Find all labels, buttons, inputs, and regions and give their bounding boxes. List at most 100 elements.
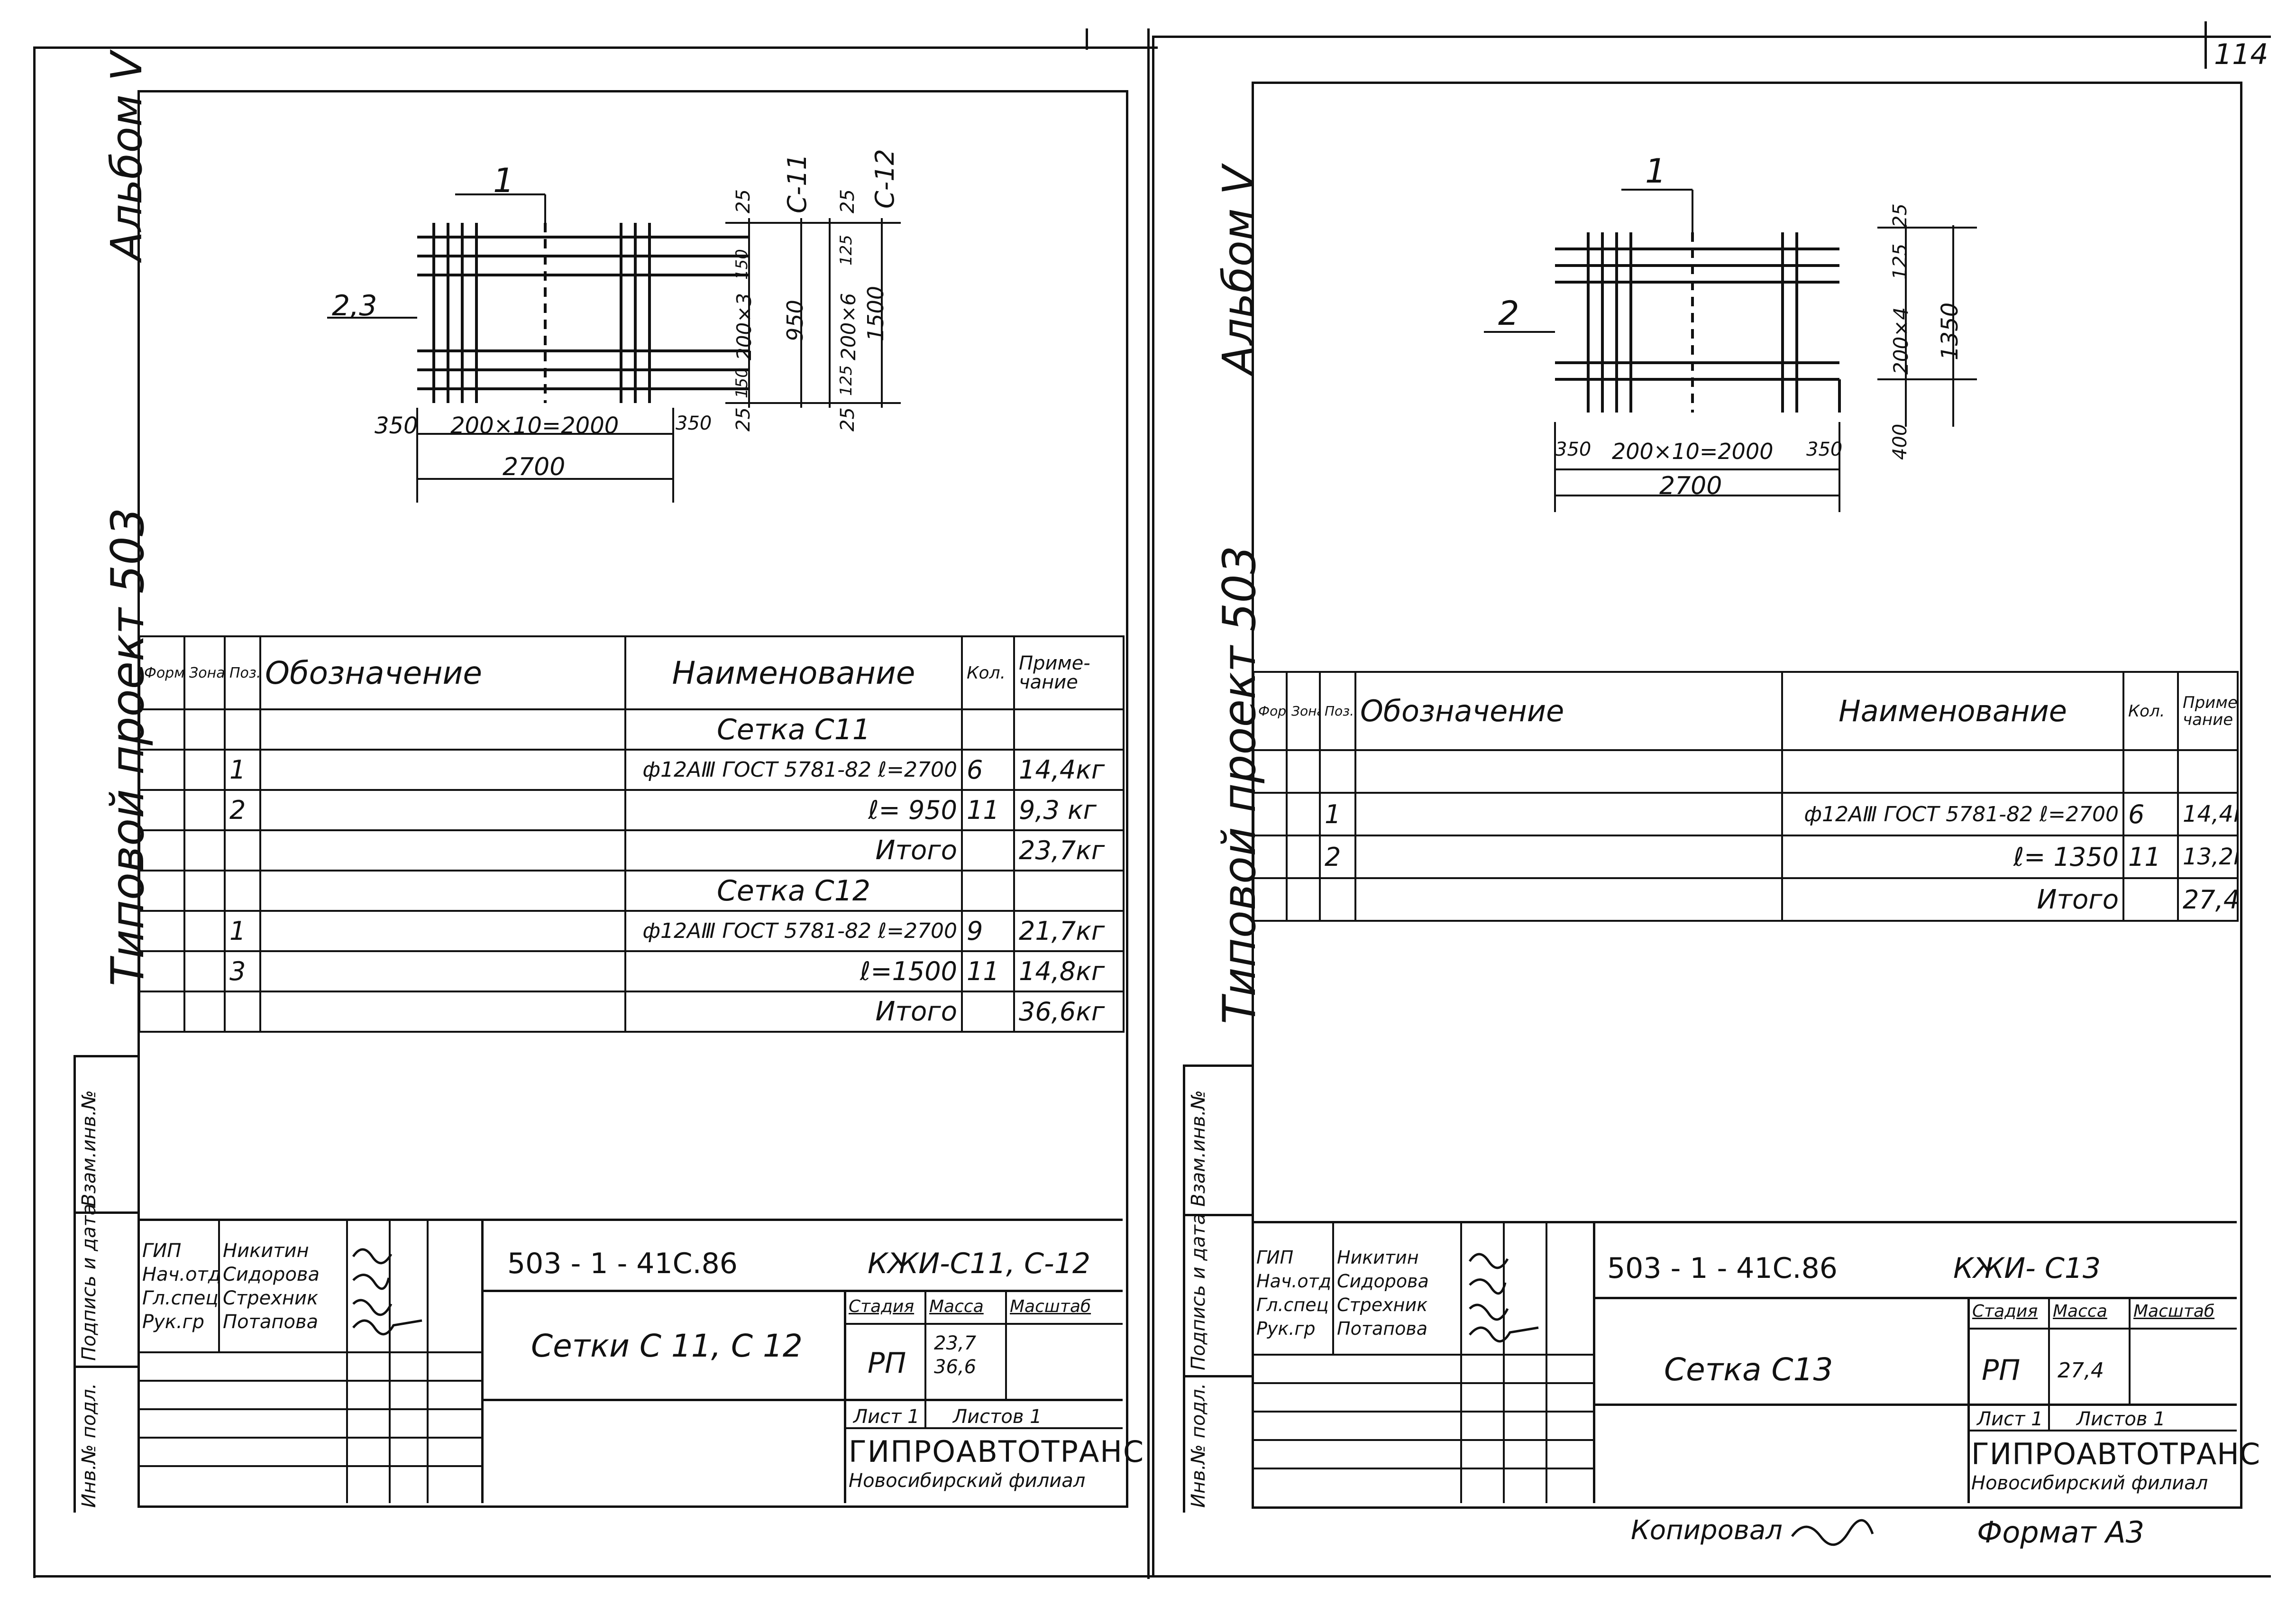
right-role-2: Нач.отд bbox=[1256, 1271, 1332, 1292]
left-side-label-sign: Подпись и дата bbox=[78, 1203, 100, 1361]
row-note: 9,3 кг bbox=[1013, 789, 1125, 831]
right-album-label: Альбом V bbox=[1214, 165, 1263, 375]
left-people-h bbox=[138, 1351, 481, 1353]
left-dim-25a: 25 bbox=[732, 189, 754, 213]
left-album-label: Альбом V bbox=[102, 52, 152, 261]
right-people-v0 bbox=[1332, 1221, 1334, 1354]
right-stamp-v5 bbox=[2048, 1404, 2050, 1430]
row-name: Итого bbox=[624, 829, 963, 872]
left-col-name: Наименование bbox=[624, 635, 963, 710]
left-mass-label: Масса bbox=[929, 1297, 984, 1316]
right-people-v2 bbox=[1503, 1221, 1505, 1503]
table-row: Сетка С11 bbox=[138, 708, 1125, 751]
row-pos bbox=[1319, 749, 1356, 794]
right-stamp-title: Сетка С13 bbox=[1664, 1351, 1833, 1388]
row-pos: 1 bbox=[1319, 792, 1356, 836]
left-label-c11: С-11 bbox=[782, 154, 812, 213]
right-stage-label: Стадия bbox=[1972, 1302, 2038, 1321]
left-dim-25b: 25 bbox=[732, 407, 754, 431]
right-dim-350: 350 bbox=[1555, 439, 1592, 460]
right-mass-value: 27,4 bbox=[2058, 1358, 2104, 1383]
right-people-h bbox=[1253, 1354, 1593, 1356]
right-strip-top bbox=[1183, 1064, 1254, 1067]
right-name-3: Стрехник bbox=[1337, 1294, 1428, 1315]
row-pos: 2 bbox=[224, 789, 261, 831]
row-note bbox=[2177, 749, 2239, 794]
right-stage-value: РП bbox=[1982, 1354, 2021, 1387]
row-note bbox=[1013, 708, 1125, 751]
row-qty bbox=[2122, 877, 2179, 922]
left-org-branch: Новосибирский филиал bbox=[849, 1470, 1086, 1492]
table-row: Итого 27,4 bbox=[1253, 877, 2239, 922]
left-dim-350: 350 bbox=[375, 413, 418, 439]
row-name: Итого bbox=[624, 991, 963, 1033]
sheet-divider-right bbox=[1152, 36, 1154, 1577]
row-name: Сетка С12 bbox=[624, 870, 963, 912]
left-name-4: Потапова bbox=[223, 1311, 319, 1333]
row-qty bbox=[961, 829, 1015, 872]
right-people-h2 bbox=[1253, 1382, 1593, 1384]
right-stamp-vert1 bbox=[1593, 1221, 1595, 1503]
right-strip-div2 bbox=[1183, 1375, 1254, 1377]
left-people-h4 bbox=[138, 1437, 481, 1439]
footer-copied: Копировал bbox=[1631, 1515, 1783, 1546]
left-stamp-title: Сетки С 11, С 12 bbox=[531, 1328, 803, 1364]
row-note: 14,4кг bbox=[1013, 749, 1125, 791]
table-row bbox=[1253, 749, 2239, 794]
row-pos bbox=[1319, 877, 1356, 922]
right-side-strip-line bbox=[1183, 1064, 1185, 1513]
right-col-zone: Зона bbox=[1286, 671, 1321, 751]
left-dim-350b: 350 bbox=[676, 413, 712, 434]
left-people-h3 bbox=[138, 1408, 481, 1410]
row-note: 23,7кг bbox=[1013, 829, 1125, 872]
left-stamp-h1 bbox=[481, 1290, 1123, 1292]
left-pos23-label: 2,3 bbox=[332, 289, 377, 322]
left-role-1: ГИП bbox=[142, 1240, 182, 1262]
row-name: ф12АⅢ ГОСТ 5781-82 ℓ=2700 bbox=[624, 910, 963, 952]
right-name-2: Сидорова bbox=[1337, 1271, 1429, 1292]
right-org-name: ГИПРОАВТОТРАНС bbox=[1971, 1437, 2261, 1471]
right-role-1: ГИП bbox=[1256, 1247, 1294, 1268]
row-qty: 11 bbox=[961, 950, 1015, 992]
right-stamp-h2 bbox=[1967, 1328, 2237, 1330]
row-name: ℓ=1500 bbox=[624, 950, 963, 992]
right-name-1: Никитин bbox=[1337, 1247, 1419, 1268]
right-sheets-total: Листов 1 bbox=[2076, 1408, 2166, 1430]
left-col-designation: Обозначение bbox=[259, 635, 626, 710]
left-dim-total: 2700 bbox=[503, 453, 566, 481]
right-dim-125: 125 bbox=[1889, 243, 1911, 280]
row-qty: 11 bbox=[961, 789, 1015, 831]
left-mass-value-1: 23,7 bbox=[934, 1332, 977, 1354]
left-dim-25d: 25 bbox=[837, 407, 859, 431]
left-col-pos: Поз. bbox=[224, 635, 261, 710]
right-stamp-mark: КЖИ- С13 bbox=[1953, 1252, 2101, 1285]
left-mass-value-2: 36,6 bbox=[934, 1356, 977, 1378]
left-dim-150b: 150 bbox=[732, 367, 751, 398]
right-role-3: Гл.спец bbox=[1256, 1294, 1329, 1315]
page-number-box-line bbox=[2205, 21, 2207, 69]
row-name: ℓ= 950 bbox=[624, 789, 963, 831]
left-strip-top bbox=[73, 1055, 140, 1057]
right-stamp-vert2 bbox=[1967, 1297, 1970, 1503]
row-qty: 6 bbox=[2122, 792, 2179, 836]
outer-top-line-left bbox=[33, 46, 1158, 49]
left-stamp-h4 bbox=[844, 1427, 1123, 1429]
right-dim-1350: 1350 bbox=[1937, 302, 1963, 360]
right-strip-div1 bbox=[1183, 1214, 1254, 1216]
right-col-format: Формат bbox=[1253, 671, 1288, 751]
table-row: 2 ℓ= 950 11 9,3 кг bbox=[138, 789, 1125, 831]
left-sheets-total: Листов 1 bbox=[953, 1406, 1042, 1428]
left-col-note: Приме-чание bbox=[1013, 635, 1125, 710]
left-side-strip-line bbox=[73, 1055, 76, 1513]
left-dim-200x3: 200×3 bbox=[732, 293, 756, 360]
left-people-v0 bbox=[218, 1219, 220, 1351]
right-people-h3 bbox=[1253, 1411, 1593, 1413]
left-pos1-label: 1 bbox=[493, 161, 514, 200]
top-tick-left bbox=[1086, 28, 1088, 50]
left-name-1: Никитин bbox=[223, 1240, 309, 1262]
left-label-c12: С-12 bbox=[870, 149, 900, 209]
row-note: 14,8кг bbox=[1013, 950, 1125, 992]
left-role-3: Гл.спец bbox=[142, 1287, 219, 1309]
right-people-v1 bbox=[1460, 1221, 1462, 1503]
row-name: ℓ= 1350 bbox=[1781, 835, 2124, 879]
